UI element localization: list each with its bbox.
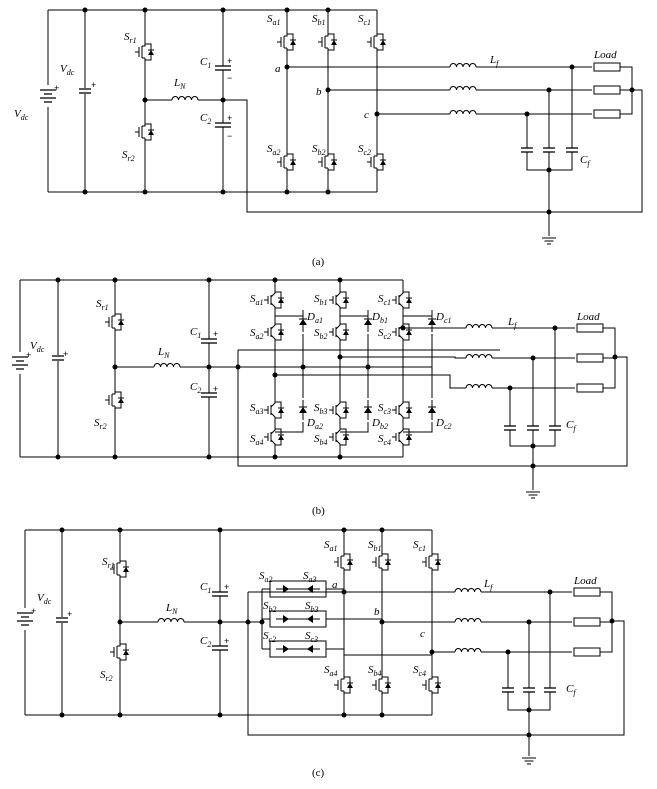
label-node-b: b <box>316 86 322 98</box>
label-sc1: Sc1 <box>378 293 391 307</box>
plus-sign: + <box>91 80 96 90</box>
label-sc1: Sc1 <box>413 539 426 553</box>
label-lf: Lf <box>507 316 518 330</box>
label-sa4: Sa4 <box>324 664 338 678</box>
caption-b: (b) <box>312 505 325 517</box>
label-vdc: Vdc <box>37 592 52 606</box>
label-db1: Db1 <box>371 311 388 325</box>
label-cf: Cf <box>580 154 591 168</box>
label-sb2: Sb2 <box>263 600 277 614</box>
label-c2: C2 <box>200 635 211 649</box>
label-sa2: Sa2 <box>259 570 273 584</box>
label-sb4: Sb4 <box>368 664 382 678</box>
label-sc3: Sc3 <box>305 630 318 644</box>
label-sc4: Sc4 <box>413 664 426 678</box>
label-sc2: Sc2 <box>378 327 391 341</box>
label-vdc: Vdc <box>30 340 45 354</box>
label-node-c: c <box>420 628 425 640</box>
label-da1: Da1 <box>306 311 323 325</box>
label-sa2: Sa2 <box>250 327 264 341</box>
label-sc2: Sc2 <box>263 630 276 644</box>
label-sc2: Sc2 <box>358 143 371 157</box>
label-sb1: Sb1 <box>312 13 326 27</box>
label-lf: Lf <box>489 54 500 68</box>
label-c1: C1 <box>190 326 201 340</box>
label-node-c: c <box>364 109 369 121</box>
label-sa2: Sa2 <box>267 143 281 157</box>
label-sr2: Sr2 <box>122 149 135 163</box>
label-sa1: Sa1 <box>250 293 264 307</box>
plus-sign: + <box>67 609 72 619</box>
label-sc1: Sc1 <box>358 13 371 27</box>
label-lf: Lf <box>483 578 494 592</box>
plus-sign: + <box>227 56 232 66</box>
plus-sign: + <box>224 636 229 646</box>
label-sb3: Sb3 <box>314 402 328 416</box>
label-node-a: a <box>275 63 281 75</box>
label-sr1: Sr1 <box>102 556 115 570</box>
label-sr1: Sr1 <box>96 298 109 312</box>
label-vdc-battery: Vdc <box>14 108 29 122</box>
label-sb4: Sb4 <box>314 433 328 447</box>
plus-sign: + <box>224 582 229 592</box>
label-db2: Db2 <box>371 417 388 431</box>
label-sa1: Sa1 <box>267 13 281 27</box>
label-sr2: Sr2 <box>100 669 113 683</box>
label-load: Load <box>593 49 617 61</box>
panel-a: Vdc Vdc + + Sr1 Sr2 LN C1 C2 + − + − Sa1… <box>14 7 643 268</box>
caption-a: (a) <box>312 256 325 268</box>
plus-sign: + <box>26 350 31 360</box>
plus-sign: + <box>31 606 36 616</box>
label-node-a: a <box>332 579 338 591</box>
plus-sign: + <box>63 349 68 359</box>
label-sa4: Sa4 <box>250 433 264 447</box>
label-sr1: Sr1 <box>124 31 137 45</box>
label-sr2: Sr2 <box>94 417 107 431</box>
label-cf: Cf <box>566 683 577 697</box>
plus-sign: + <box>213 384 218 394</box>
label-sa3: Sa3 <box>303 570 317 584</box>
label-dc2: Dc2 <box>435 417 452 431</box>
label-dc1: Dc1 <box>435 311 452 325</box>
plus-sign: + <box>227 113 232 123</box>
label-sa3: Sa3 <box>250 402 264 416</box>
label-da2: Da2 <box>306 417 323 431</box>
plus-sign: + <box>54 83 59 93</box>
label-load: Load <box>576 311 600 323</box>
label-sb3: Sb3 <box>305 600 319 614</box>
label-sb2: Sb2 <box>312 143 326 157</box>
label-ln: LN <box>165 602 178 616</box>
label-ln: LN <box>173 77 186 91</box>
label-sc4: Sc4 <box>378 433 391 447</box>
label-sc3: Sc3 <box>378 402 391 416</box>
plus-sign: + <box>213 329 218 339</box>
label-ln: LN <box>157 346 170 360</box>
minus-sign: − <box>227 131 232 141</box>
label-c1: C1 <box>200 56 211 70</box>
label-sb2: Sb2 <box>314 327 328 341</box>
label-sb1: Sb1 <box>368 539 382 553</box>
label-c1: C1 <box>200 581 211 595</box>
label-c2: C2 <box>200 112 211 126</box>
label-node-b: b <box>374 606 380 618</box>
panel-c: Vdc + + Sr1 Sr2 LN C1 C2 + + Sa1 Sb1 Sc1… <box>16 527 625 779</box>
minus-sign: − <box>227 73 232 83</box>
label-cf: Cf <box>566 419 577 433</box>
label-vdc-cap: Vdc <box>60 63 75 77</box>
label-c2: C2 <box>190 381 201 395</box>
label-load: Load <box>573 575 597 587</box>
label-sb1: Sb1 <box>314 293 328 307</box>
label-sa1: Sa1 <box>324 539 338 553</box>
caption-c: (c) <box>312 767 325 779</box>
panel-b: Vdc + + Sr1 Sr2 LN C1 C2 + + Sa1 Sa2 Sa3… <box>11 277 628 517</box>
